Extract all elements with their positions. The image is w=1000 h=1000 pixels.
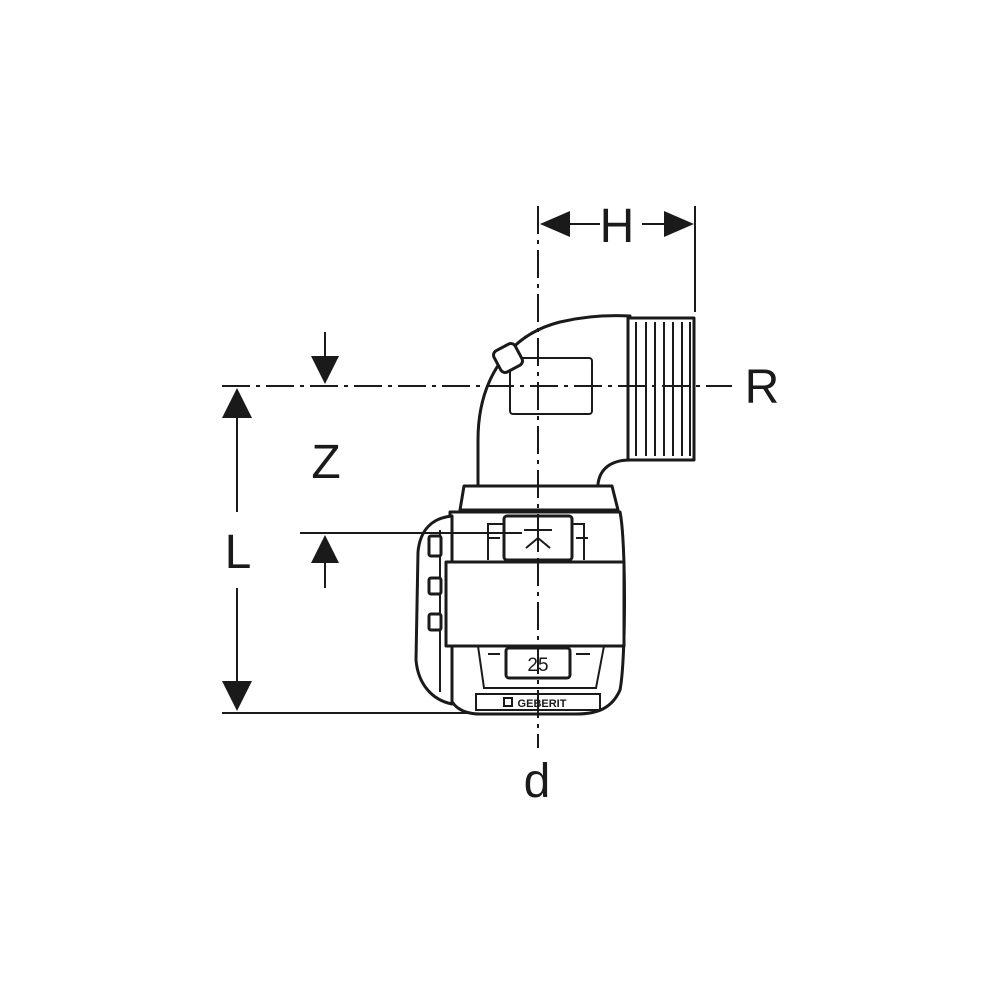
elbow-fitting: 25 GEBERIT xyxy=(414,314,696,716)
z-label: Z xyxy=(311,436,340,489)
dimension-l: L xyxy=(222,388,252,711)
r-label: R xyxy=(745,361,780,414)
h-arrow-left xyxy=(540,211,570,237)
d-label: d xyxy=(524,755,551,808)
dimension-z: Z xyxy=(311,332,341,588)
brand-marking: GEBERIT xyxy=(518,698,567,710)
h-label: H xyxy=(600,200,635,253)
z-arrow-top xyxy=(311,356,339,384)
release-clip xyxy=(414,514,454,706)
l-arrow-bottom xyxy=(222,681,252,711)
lower-window xyxy=(477,645,605,689)
clip-slot-mid xyxy=(427,576,443,596)
dimension-h: H xyxy=(540,200,694,253)
clip-slot-bottom xyxy=(427,612,443,632)
clip-slot-top xyxy=(427,534,443,558)
brand-logo-icon xyxy=(503,697,513,707)
h-arrow-right xyxy=(664,211,694,237)
bend-tab xyxy=(492,342,524,374)
threaded-end xyxy=(626,316,696,462)
z-arrow-bottom xyxy=(311,535,339,563)
central-band xyxy=(444,560,626,648)
l-arrow-top xyxy=(222,388,252,418)
l-label: L xyxy=(225,526,252,579)
elbow-bend xyxy=(476,314,632,498)
